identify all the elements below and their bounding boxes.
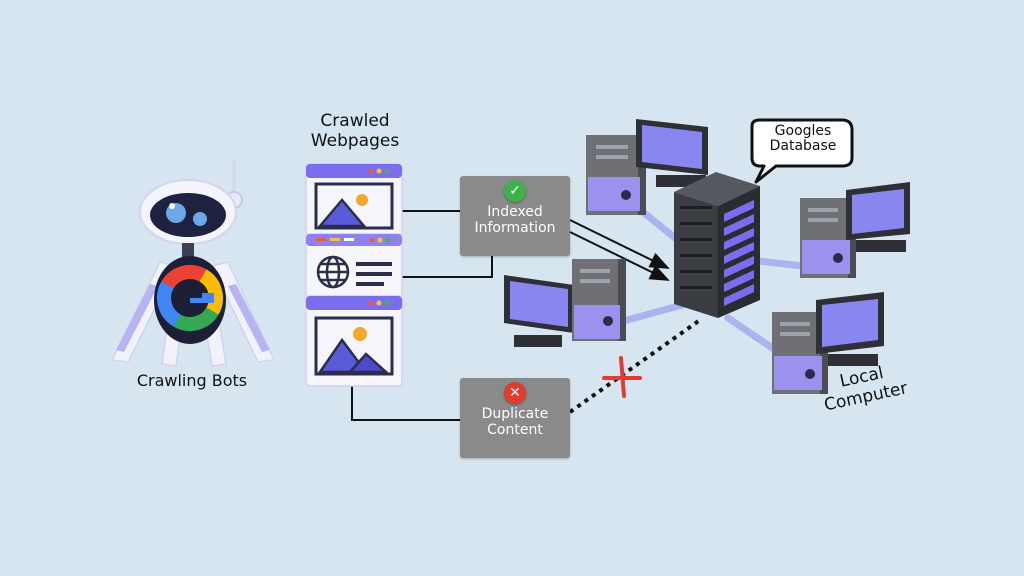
webpage-card-globe (305, 233, 403, 299)
crawled-webpages-line-1: Crawled (320, 111, 390, 131)
speech-bubble (750, 118, 854, 184)
indexed-line-2: Information (474, 220, 556, 236)
webpage-card-image-top (305, 163, 403, 237)
check-icon: ✓ (504, 180, 526, 202)
crawler-bot-icon (110, 160, 276, 367)
webpage-card-image-bottom (305, 295, 403, 387)
duplicate-line-1: Duplicate (481, 406, 549, 422)
indexed-information-box: ✓ Indexed Information (460, 176, 570, 256)
server-rack-icon (674, 172, 760, 318)
duplicate-line-2: Content (487, 422, 543, 438)
globe-icon (316, 255, 350, 289)
duplicate-content-text: Duplicate Content (460, 406, 570, 438)
googles-database-line-1: Googles (774, 123, 832, 139)
duplicate-content-box: ✕ Duplicate Content (460, 378, 570, 458)
desktop-computer-icon (504, 259, 626, 347)
desktop-computer-icon (800, 182, 910, 278)
crawled-webpages-line-2: Webpages (310, 130, 400, 151)
indexed-line-1: Indexed (487, 204, 543, 220)
crawled-webpages-label: Crawled Webpages (300, 111, 410, 151)
desktop-computer-icon (772, 292, 884, 394)
x-icon (602, 356, 642, 398)
image-icon (314, 316, 394, 376)
googles-database-line-2: Database (769, 138, 837, 154)
arrows-to-database (569, 219, 670, 281)
x-badge-icon: ✕ (504, 382, 526, 404)
indexed-information-text: Indexed Information (460, 204, 570, 236)
desktop-computer-icon (586, 119, 708, 215)
connector-lines (351, 210, 493, 421)
googles-database-label: Googles Database (756, 124, 850, 154)
crawling-bots-label: Crawling Bots (136, 371, 248, 390)
